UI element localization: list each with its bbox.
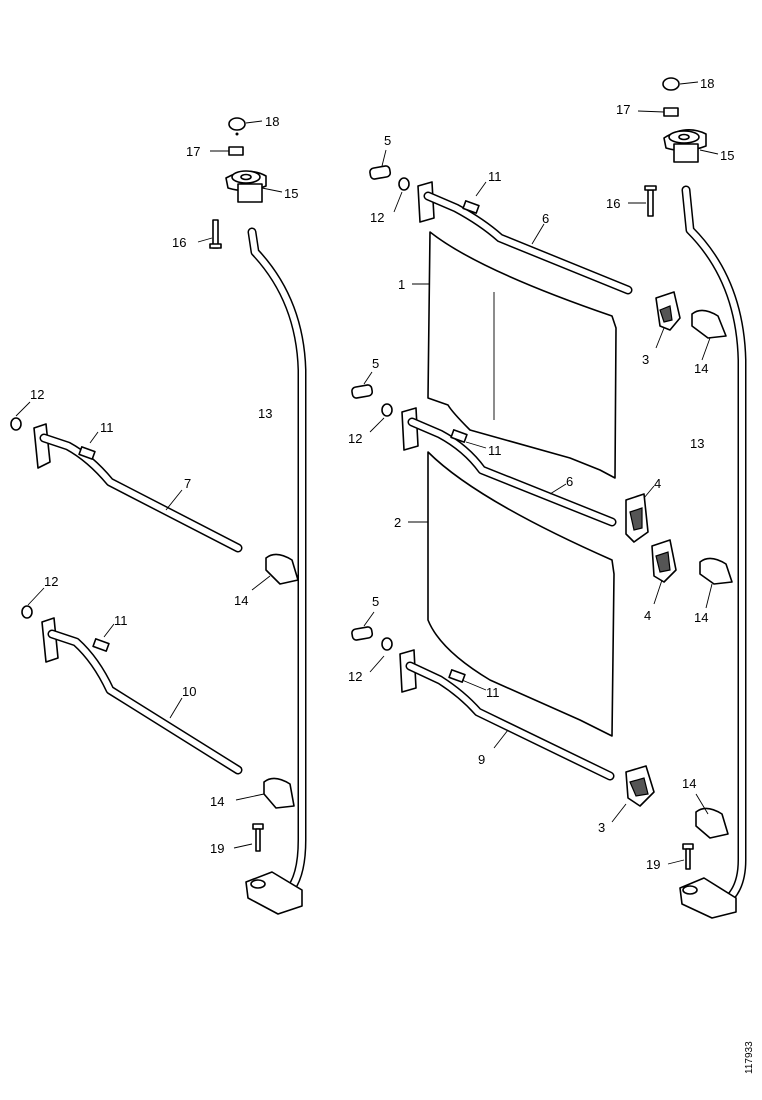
callout-14-left-a: 14	[234, 593, 248, 608]
left-nut-18	[228, 117, 246, 131]
left-screw-19	[252, 823, 264, 852]
callout-2: 2	[394, 515, 401, 530]
right-screw-16	[647, 189, 654, 217]
callout-5-c: 5	[372, 594, 379, 609]
pin-5-a	[369, 165, 392, 180]
callout-18-left: 18	[265, 114, 279, 129]
right-support-14-top	[691, 309, 727, 339]
callout-19-left: 19	[210, 841, 224, 856]
callout-10: 10	[182, 684, 196, 699]
leader-lines	[15, 81, 719, 865]
center-rail-9	[381, 637, 615, 781]
right-side-frame	[679, 185, 747, 919]
upper-shelf-panel	[427, 231, 617, 479]
callout-11-center-a: 11	[488, 169, 502, 184]
callout-12-center-b: 12	[348, 431, 362, 446]
callout-1: 1	[398, 277, 405, 292]
left-side-frame	[245, 227, 307, 915]
left-washer-17	[228, 146, 244, 156]
right-support-14-bottom	[695, 807, 729, 839]
callout-15-right: 15	[720, 148, 734, 163]
callout-15-left: 15	[284, 186, 298, 201]
right-screw-19	[682, 843, 694, 870]
callout-18-right: 18	[700, 76, 714, 91]
callout-6-a: 6	[542, 211, 549, 226]
callout-16-right: 16	[606, 196, 620, 211]
callout-3-bottom: 3	[598, 820, 605, 835]
callout-7: 7	[184, 476, 191, 491]
callout-12-center-c: 12	[348, 669, 362, 684]
right-support-14-middle	[699, 557, 733, 585]
pin-5-c	[351, 626, 374, 641]
left-shelf-rail-7	[10, 417, 243, 553]
callout-14-left-b: 14	[210, 794, 224, 809]
callout-11-left-a: 11	[100, 420, 114, 435]
center-rail-6	[398, 177, 633, 295]
callout-4-b: 4	[644, 608, 651, 623]
right-top-mount	[644, 77, 707, 217]
callout-9: 9	[478, 752, 485, 767]
callout-14-right-c: 14	[682, 776, 696, 791]
callout-14-right-a: 14	[694, 361, 708, 376]
callout-11-center-b: 11	[488, 443, 502, 458]
callout-6-b: 6	[566, 474, 573, 489]
callout-12-center-a: 12	[370, 210, 384, 225]
pin-5-b	[351, 384, 374, 399]
center-rail-8	[381, 403, 617, 527]
left-support-14-top	[265, 553, 299, 585]
left-shelf-rail-10	[21, 605, 243, 775]
callout-17-right: 17	[616, 102, 630, 117]
callout-16-left: 16	[172, 235, 186, 250]
callout-3-top: 3	[642, 352, 649, 367]
right-washer-17	[663, 107, 679, 117]
callout-19-right: 19	[646, 857, 660, 872]
callout-14-right-b: 14	[694, 610, 708, 625]
right-nut-18	[662, 77, 680, 91]
callout-12-left-a: 12	[30, 387, 44, 402]
right-frame-foot	[679, 877, 737, 919]
lower-shelf-panel	[427, 451, 615, 737]
callout-labels: 18 17 15 16 13 12 11 7 14 12 11 10 14 19…	[30, 76, 755, 1074]
callout-13-left: 13	[258, 406, 272, 421]
left-support-14-bottom	[263, 777, 295, 809]
left-top-mount	[209, 117, 267, 249]
callout-11-left-b: 11	[114, 613, 128, 628]
callout-13-right: 13	[690, 436, 704, 451]
callout-4-a: 4	[654, 476, 661, 491]
callout-5-b: 5	[372, 356, 379, 371]
callout-12-left-b: 12	[44, 574, 58, 589]
drawing-reference-number: 117933	[744, 1041, 755, 1074]
callout-11-center-c: 11	[486, 685, 500, 700]
callout-5-a: 5	[384, 133, 391, 148]
callout-17-left: 17	[186, 144, 200, 159]
